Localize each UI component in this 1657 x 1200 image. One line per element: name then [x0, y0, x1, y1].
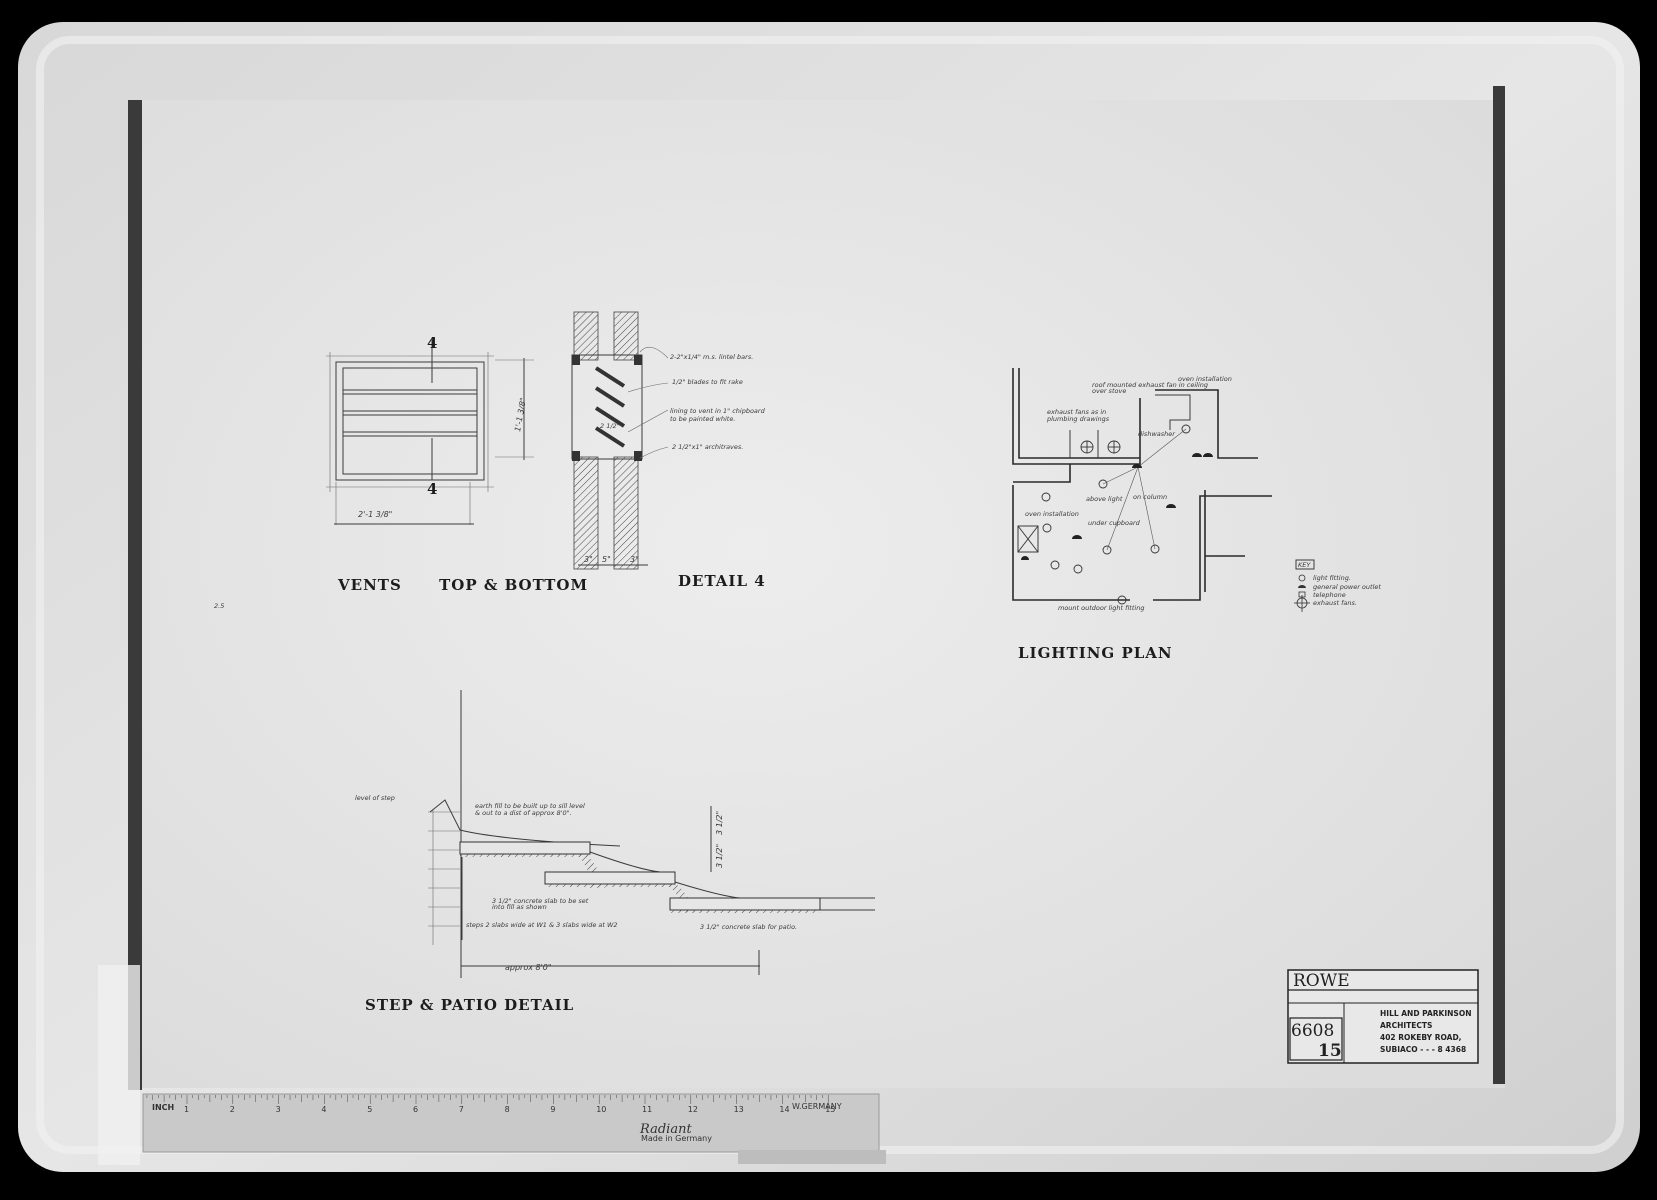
drawing-sheet — [130, 100, 1505, 1088]
job-number: 6608 — [1291, 1021, 1334, 1041]
step-patio-note: level of step — [355, 794, 395, 802]
detail-4-section: 2 1/2" 2-2"x1/4" m.s. lintel bars. 1/2" … — [571, 311, 766, 570]
detail-4-dimension: 3" — [584, 555, 593, 564]
lighting-key: KEY light fitting. general power outlet … — [1294, 559, 1381, 612]
vents-title: VENTS TOP & BOTTOM — [337, 576, 588, 594]
detail-4-dimension: 3" — [630, 555, 639, 564]
step-patio-note: 3 1/2" concrete slab for patio. — [700, 923, 797, 931]
firm-line: SUBIACO - - - 8 4368 — [1380, 1045, 1466, 1054]
ruler-ticks — [146, 1095, 829, 1104]
lighting-plan-note: above light — [1086, 495, 1123, 503]
step-rise-dimension: 3 1/2" — [715, 844, 724, 868]
ruler-number: 10 — [596, 1105, 606, 1114]
ruler-number: 1 — [184, 1105, 189, 1114]
lighting-plan-note: oven installation — [1178, 375, 1232, 383]
lighting-plan-title: LIGHTING PLAN — [1018, 644, 1173, 662]
detail-4-inner-dimension: 2 1/2" — [600, 422, 620, 430]
step-patio-note: steps 2 slabs wide at W1 & 3 slabs wide … — [466, 921, 618, 929]
detail-4-note: 1/2" blades to fit rake — [672, 378, 743, 386]
lighting-plan-note: mount outdoor light fitting — [1058, 604, 1144, 612]
lighting-plan-note: dishwasher — [1138, 430, 1176, 438]
detail-4-title: DETAIL 4 — [678, 572, 766, 590]
lighting-plan-drawing: exhaust fans as in plumbing drawings roo… — [1012, 368, 1272, 612]
key-item: exhaust fans. — [1313, 599, 1357, 607]
vent-width-dimension: 2'-1 3/8" — [358, 510, 392, 519]
step-patio-section: 3 1/2" 3 1/2" approx 8'0" level of step … — [355, 690, 875, 978]
vents-elevation: 4 4 2'-1 3/8" 1'-1 3/8" — [326, 334, 534, 525]
step-patio-note: 3 1/2" concrete slab to be set — [492, 897, 589, 905]
key-item: general power outlet — [1313, 583, 1381, 591]
lighting-plan-note: roof mounted exhaust fan in ceiling — [1092, 381, 1208, 389]
lighting-plan-note: exhaust fans as in — [1047, 408, 1106, 416]
light-fitting-icon — [1298, 574, 1306, 582]
ruler-brand-logo: Radiant — [639, 1122, 692, 1137]
section-mark-top: 4 — [427, 334, 438, 352]
client-name: ROWE — [1293, 971, 1350, 991]
lighting-plan-note: oven installation — [1025, 510, 1079, 518]
step-patio-note: & out to a dist of approx 8'0". — [475, 809, 572, 817]
detail-4-note: lining to vent in 1" chipboard — [670, 407, 766, 415]
ruler-number: 13 — [734, 1105, 744, 1114]
ruler-number: 4 — [321, 1105, 326, 1114]
lighting-plan-note: over stove — [1092, 387, 1126, 395]
step-run-dimension: approx 8'0" — [505, 963, 552, 972]
section-mark-bottom: 4 — [427, 480, 438, 498]
key-item: light fitting. — [1313, 574, 1351, 582]
sheet-edge-strip-left — [128, 100, 142, 1090]
sheet-number: 15 — [1318, 1041, 1342, 1061]
ruler-number: 8 — [505, 1105, 510, 1114]
ruler-number: 9 — [550, 1105, 555, 1114]
margin-mark: 2.5 — [214, 602, 224, 610]
detail-4-dimension: 5" — [602, 555, 611, 564]
lighting-plan-note: on column — [1133, 493, 1167, 501]
step-rise-dimension: 3 1/2" — [715, 811, 724, 835]
ruler-made-in: Made in Germany — [641, 1134, 712, 1143]
ruler-number: 12 — [688, 1105, 698, 1114]
step-patio-note: earth fill to be built up to sill level — [475, 802, 585, 810]
detail-4-note: 2 1/2"x1" architraves. — [672, 443, 743, 451]
step-patio-title: STEP & PATIO DETAIL — [365, 996, 574, 1014]
step-patio-note: into fill as shown — [492, 903, 547, 911]
exhaust-fan-icon — [1294, 595, 1310, 612]
lighting-plan-note: plumbing drawings — [1046, 415, 1110, 423]
firm-line: 402 ROKEBY ROAD, — [1380, 1033, 1462, 1042]
key-heading: KEY — [1298, 561, 1311, 569]
ruler-number: 11 — [642, 1105, 652, 1114]
ruler-number: 7 — [459, 1105, 464, 1114]
ruler-number: 15 — [825, 1105, 835, 1114]
title-block: ROWE 6608 15 HILL AND PARKINSON ARCHITEC… — [1287, 969, 1479, 1064]
ruler-maker-note: W.GERMANY — [792, 1102, 842, 1111]
firm-line: HILL AND PARKINSON — [1380, 1009, 1471, 1018]
ruler-number: 3 — [276, 1105, 281, 1114]
lighting-plan-note: under cupboard — [1088, 519, 1141, 527]
key-item: telephone — [1313, 591, 1346, 599]
ruler-number: 5 — [367, 1105, 372, 1114]
ruler-number: 2 — [230, 1105, 235, 1114]
detail-4-note: 2-2"x1/4" m.s. lintel bars. — [670, 353, 753, 361]
ruler-number: 14 — [779, 1105, 789, 1114]
firm-line: ARCHITECTS — [1380, 1021, 1432, 1030]
ruler-number: 6 — [413, 1105, 418, 1114]
ruler-unit: INCH — [152, 1103, 174, 1112]
sheet-edge-strip-right — [1493, 86, 1505, 1084]
detail-4-note: to be painted white. — [670, 415, 735, 423]
power-outlet-icon — [1298, 585, 1306, 588]
